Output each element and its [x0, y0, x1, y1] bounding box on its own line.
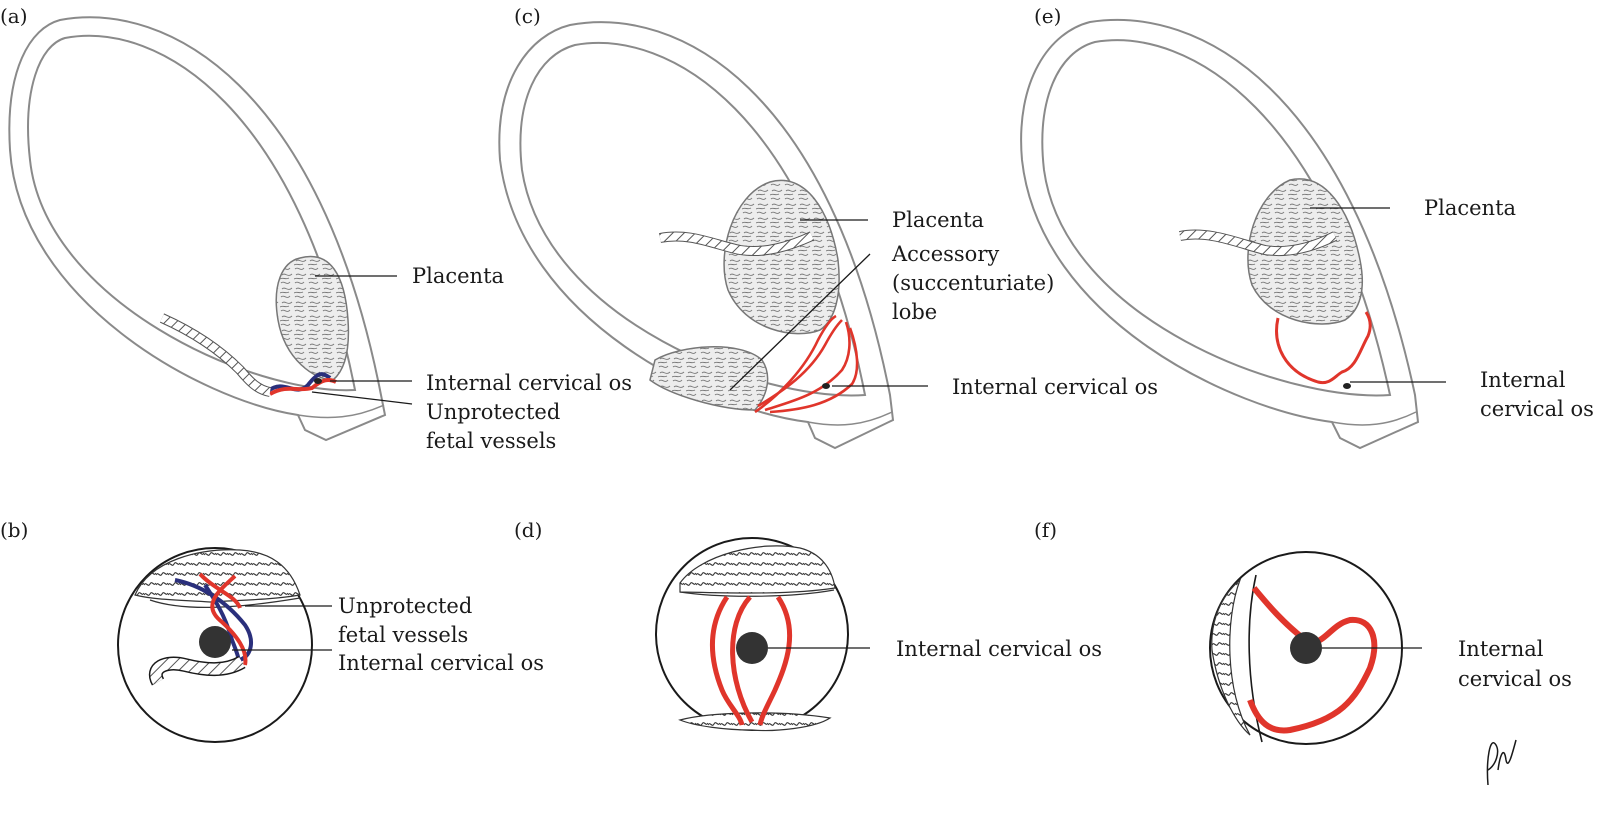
panel-c-umbilical-cord: [659, 231, 815, 256]
panel-f-os-label-2: cervical os: [1458, 667, 1572, 691]
panel-e-os-label-1: Internal: [1480, 368, 1566, 392]
panel-letter-a: (a): [0, 4, 28, 28]
panel-c-os-label: Internal cervical os: [952, 375, 1159, 399]
panel-letter-d: (d): [514, 518, 543, 542]
panel-a-vessels-label-1: Unprotected: [426, 400, 561, 424]
panel-c-placenta-label: Placenta: [892, 208, 985, 232]
panel-a-placenta-label: Placenta: [412, 264, 505, 288]
panel-letter-b: (b): [0, 518, 29, 542]
panel-e-vessels: [1275, 311, 1372, 389]
panel-b-umbilical-cord: [149, 655, 246, 686]
panel-d-os: [736, 632, 768, 664]
panel-d-vessels: [710, 595, 793, 726]
panel-e-umbilical-cord: [1179, 229, 1338, 256]
panel-f-os: [1290, 632, 1322, 664]
panel-a-umbilical-cord: [159, 313, 272, 397]
panel-e-os-label-2: cervical os: [1480, 397, 1594, 421]
panel-letter-f: (f): [1034, 518, 1058, 542]
panel-a-os-label: Internal cervical os: [426, 371, 633, 395]
panel-f-os-label-1: Internal: [1458, 637, 1544, 661]
panel-c-lobe-label-1: Accessory: [892, 242, 1000, 266]
panel-b-os: [199, 626, 231, 658]
panel-b-vessels-label-2: fetal vessels: [338, 623, 469, 647]
panel-e-leader-lines: [1310, 207, 1446, 383]
panel-e-placenta-label: Placenta: [1424, 196, 1517, 220]
panel-a-vessels-label-2: fetal vessels: [426, 429, 557, 453]
panel-c-accessory-lobe: [649, 346, 769, 411]
panel-letter-e: (e): [1034, 4, 1062, 28]
panel-a-vessels: [266, 372, 337, 396]
artist-signature: [1486, 739, 1517, 786]
panel-b-vessels-label-1: Unprotected: [338, 594, 473, 618]
panel-a-leader-lines: [311, 275, 413, 405]
panel-c-lobe-label-3: lobe: [892, 300, 938, 324]
panel-b-os-label: Internal cervical os: [338, 651, 545, 675]
panel-letter-c: (c): [514, 4, 541, 28]
panel-c-vessels: [754, 314, 859, 414]
panel-d-os-label: Internal cervical os: [896, 637, 1103, 661]
panel-c-lobe-label-2: (succenturiate): [892, 271, 1055, 295]
panel-b-leader-lines: [232, 605, 332, 651]
panel-c-leader-lines: [729, 219, 928, 391]
